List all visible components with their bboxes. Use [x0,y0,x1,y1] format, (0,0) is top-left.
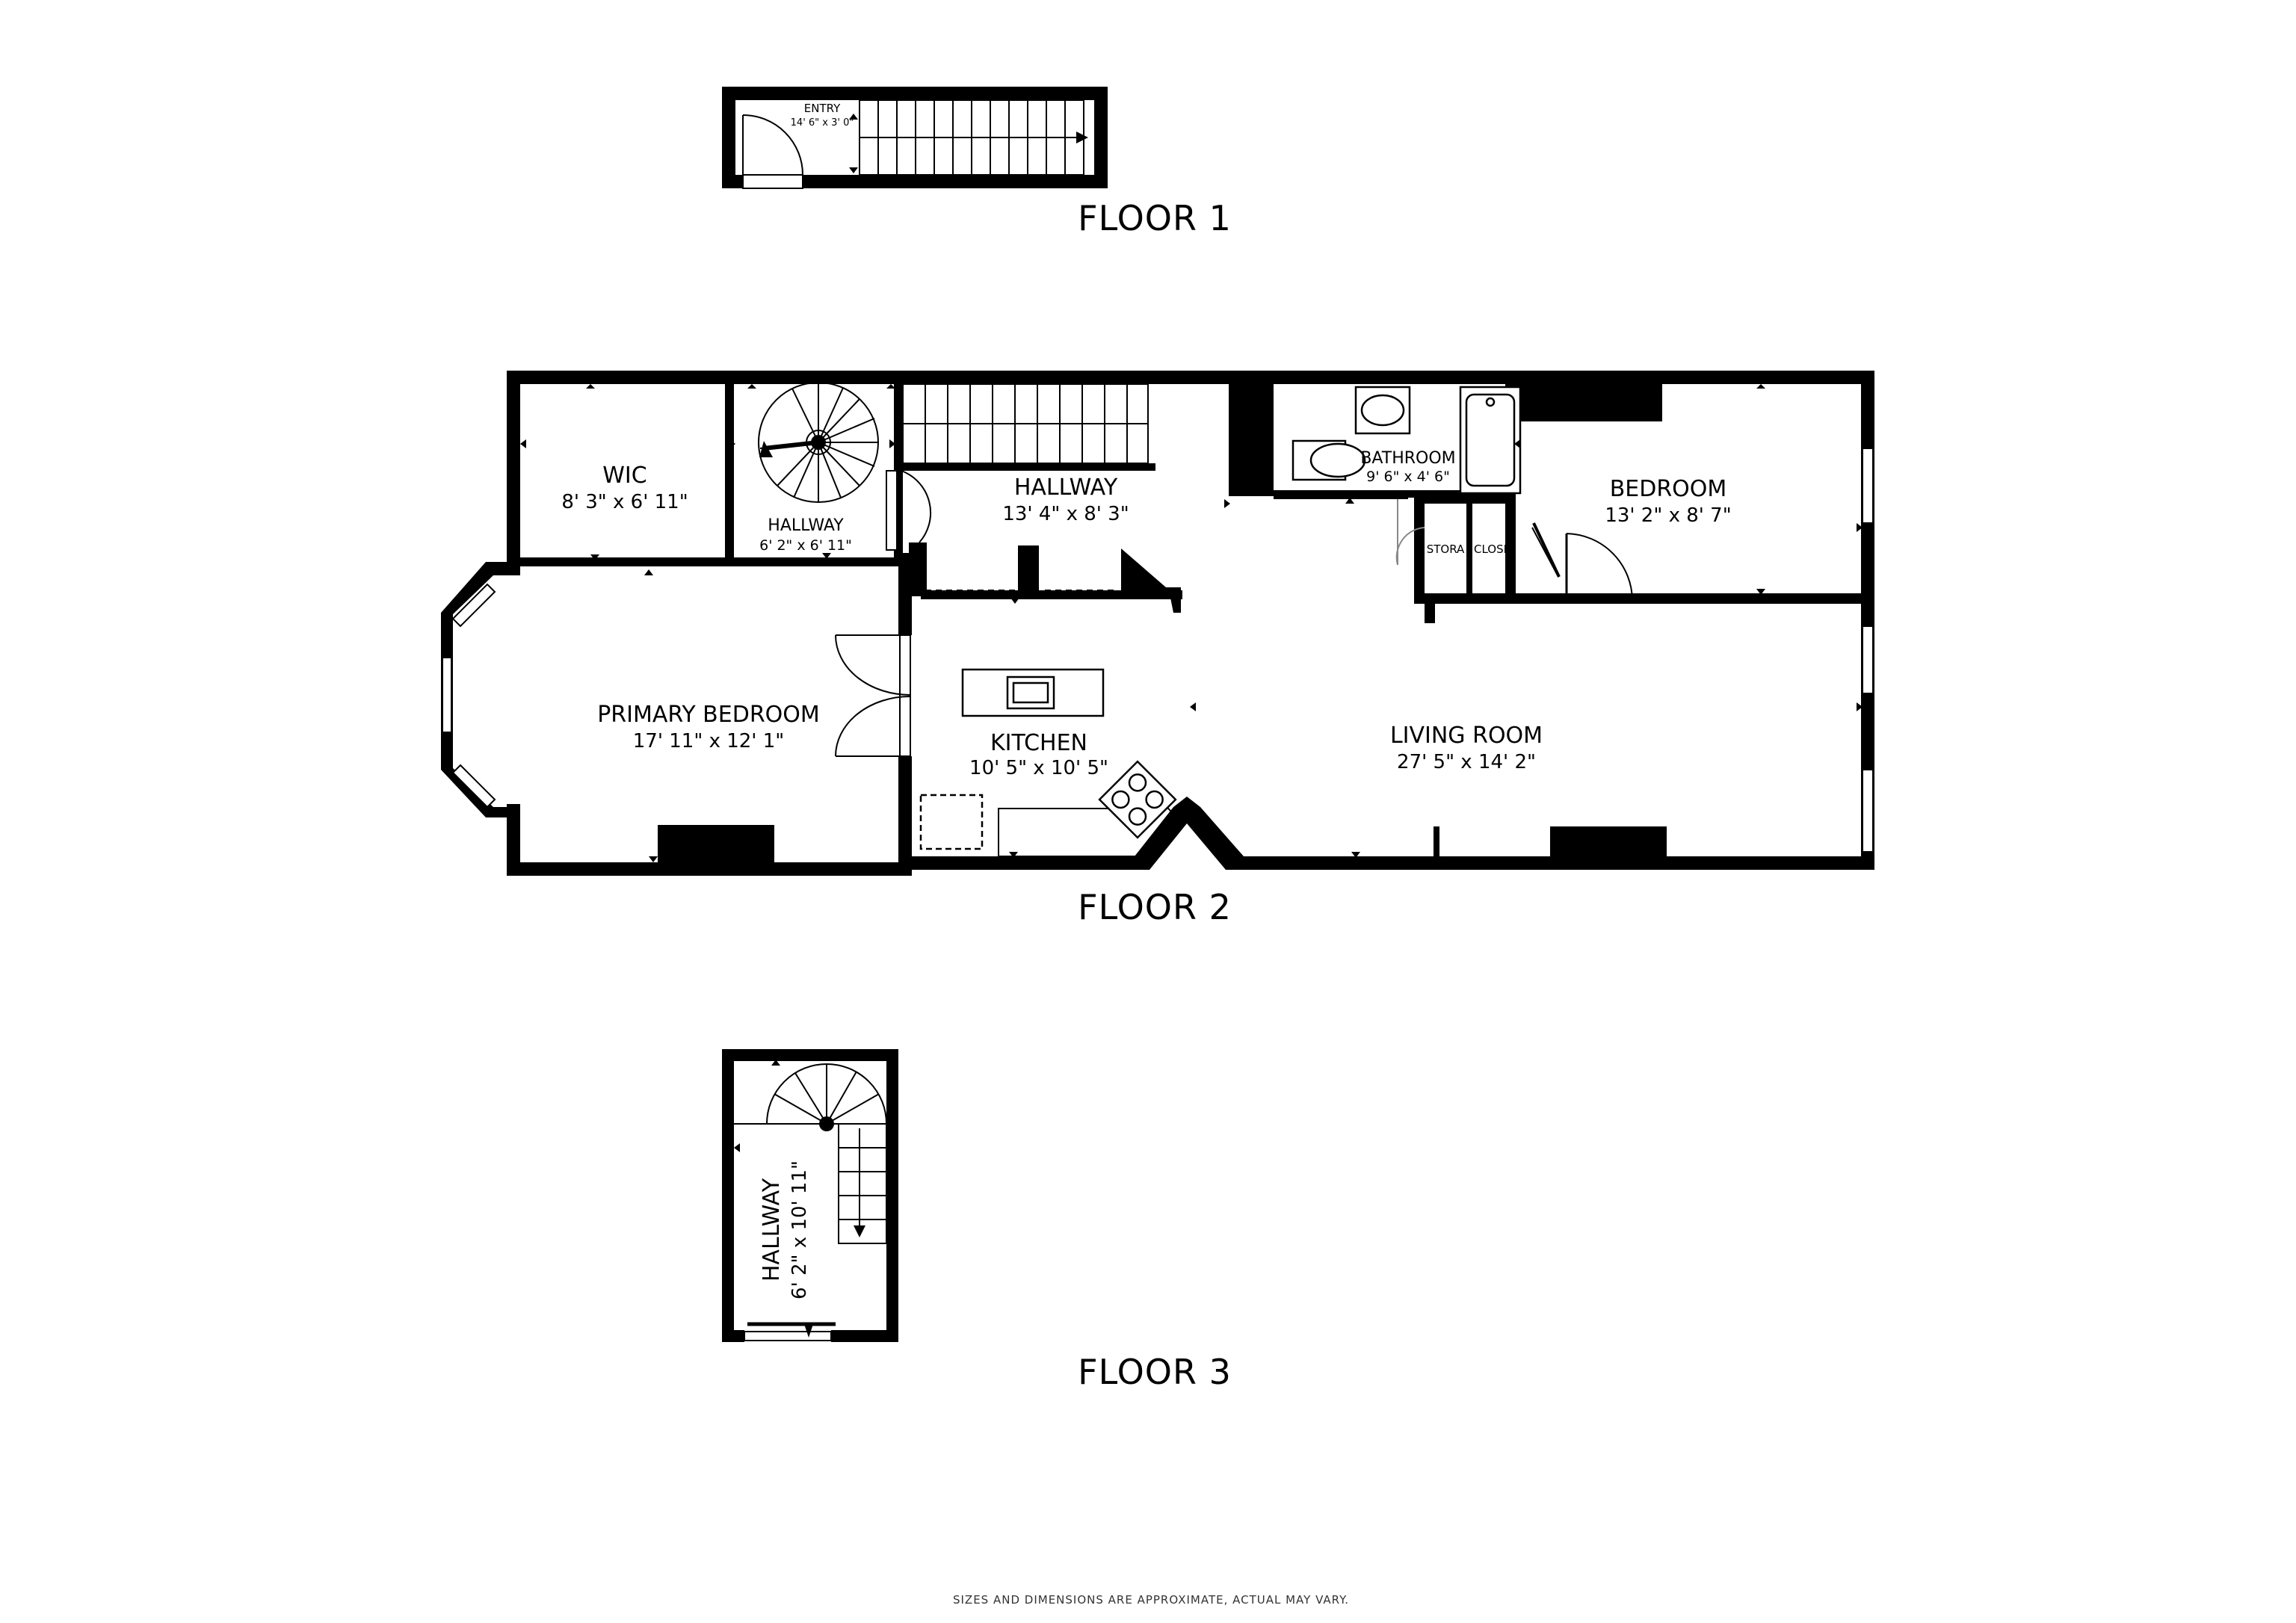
bathroom-label: BATHROOM [1360,449,1455,468]
storage-label: STORA [1427,542,1465,556]
floor-2-label: FLOOR 2 [1078,887,1232,927]
kitchen-label: KITCHEN [990,730,1087,756]
floor-3-hallway-dimensions: 6' 2" x 10' 11" [789,1160,811,1299]
floor-3-label: FLOOR 3 [1078,1352,1232,1392]
entry-label: ENTRY [804,102,841,115]
living-room-label: LIVING ROOM [1390,723,1543,749]
primary-bedroom-dimensions: 17' 11" x 12' 1" [633,730,784,752]
closet-label: CLOSI [1474,542,1507,556]
disclaimer: SIZES AND DIMENSIONS ARE APPROXIMATE, AC… [953,1593,1349,1607]
hallway-small-dimensions: 6' 2" x 6' 11" [759,537,852,554]
floor-2-plan: WIC 8' 3" x 6' 11" HALLWAY 6' 2" x 6' 11… [441,371,1874,876]
floor-3-hallway-label: HALLWAY [759,1178,785,1282]
entry-dimensions: 14' 6" x 3' 0" [791,117,854,129]
hallway-label: HALLWAY [1014,474,1118,501]
spiral-stair-floor-3 [734,1063,887,1131]
bedroom-dimensions: 13' 2" x 8' 7" [1605,504,1731,527]
living-room-dimensions: 27' 5" x 14' 2" [1397,751,1536,773]
bedroom-label: BEDROOM [1610,476,1727,502]
primary-bedroom-label: PRIMARY BEDROOM [597,702,820,728]
hallway-dimensions: 13' 4" x 8' 3" [1002,503,1129,525]
bathroom-dimensions: 9' 6" x 4' 6" [1366,469,1450,485]
spiral-stair-floor-2 [758,382,879,503]
hallway-small-label: HALLWAY [768,516,844,535]
floor-3-plan: HALLWAY 6' 2" x 10' 11" [722,1049,898,1342]
floor-1-plan: ENTRY 14' 6" x 3' 0" [722,87,1108,189]
wic-dimensions: 8' 3" x 6' 11" [561,491,688,513]
kitchen-dimensions: 10' 5" x 10' 5" [969,757,1108,779]
floor-1-label: FLOOR 1 [1078,198,1232,238]
wic-label: WIC [602,463,646,489]
